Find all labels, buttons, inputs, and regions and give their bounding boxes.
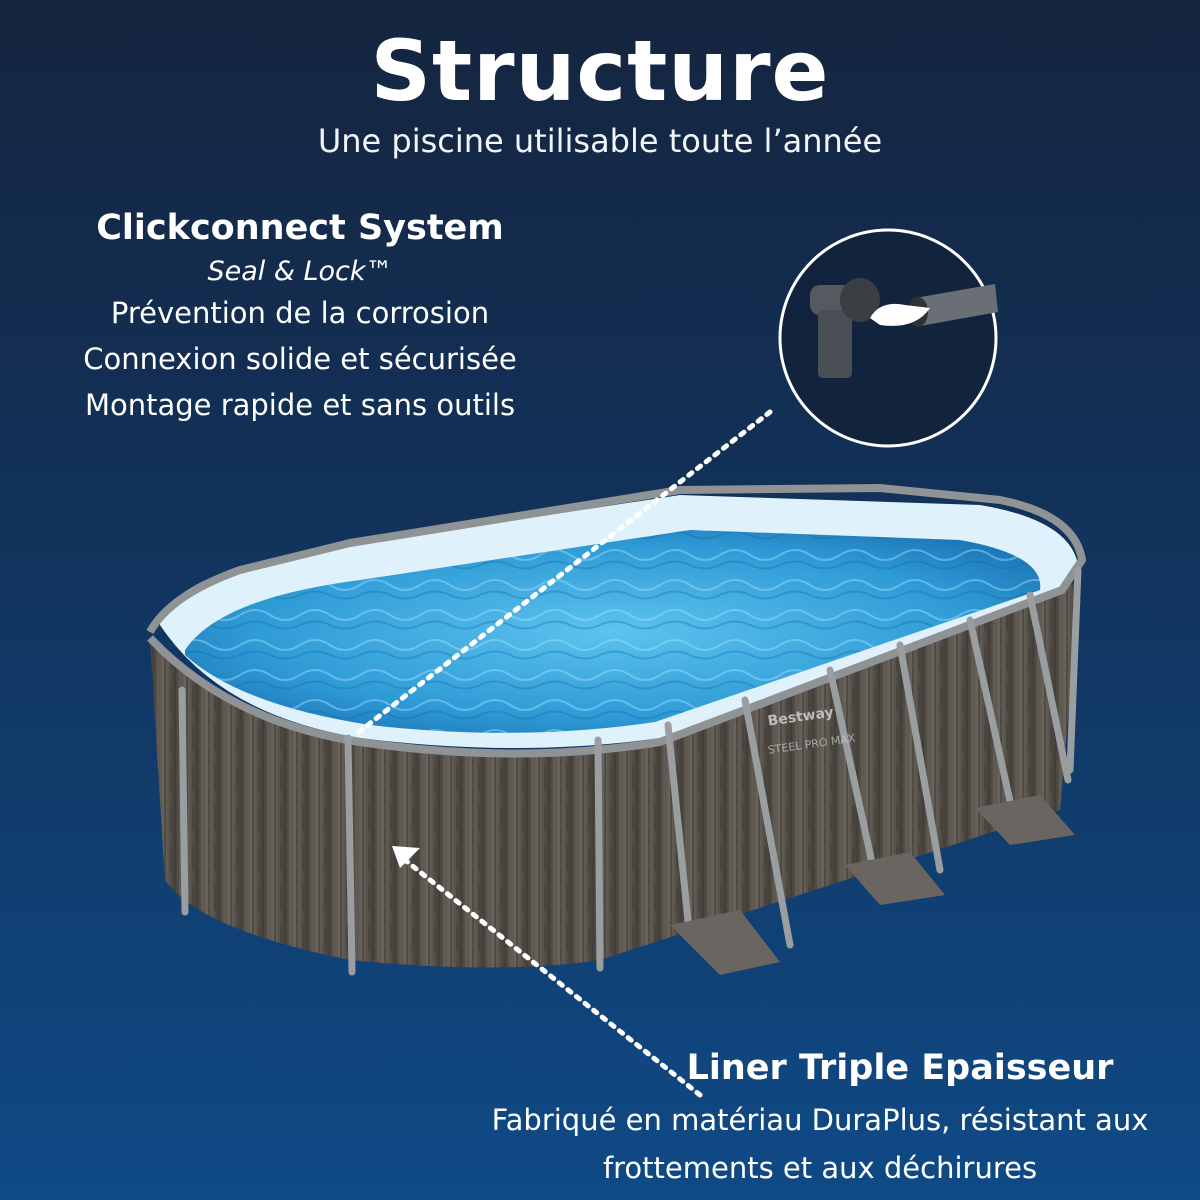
pool: Bestway STEEL PRO MAX [146,484,1086,976]
feature-line: frottements et aux déchirures [602,1151,1038,1185]
pool-top-rail [146,484,1086,758]
feature-line: Montage rapide et sans outils [84,388,516,422]
feature-heading: Liner Triple Epaisseur [686,1048,1114,1088]
connector-image [810,278,998,378]
page-subtitle: Une piscine utilisable toute l’année [317,122,883,160]
page-title: Structure [370,22,830,120]
feature-heading: Clickconnect System [96,208,504,248]
arrow-icon [870,303,930,326]
pool-legs [178,566,1082,976]
feature-clickconnect: Clickconnect System Seal & Lock™ Prévent… [40,208,560,434]
feature-line: Fabriqué en matériau DuraPlus, résistant… [491,1103,1149,1137]
feature-trademark: Seal & Lock™ [207,256,393,287]
pool-wall [150,580,1080,968]
pointer-liner [402,857,703,1098]
feature-line: Prévention de la corrosion [110,296,490,330]
feature-line: Connexion solide et sécurisée [83,342,517,376]
connector-detail [778,228,998,448]
pointer-arrowhead-icon [392,846,420,868]
feature-liner: Liner Triple Epaisseur Fabriqué en matér… [470,1048,1170,1192]
pool-feet [670,795,1075,975]
pointer-clickconnect [352,409,773,738]
